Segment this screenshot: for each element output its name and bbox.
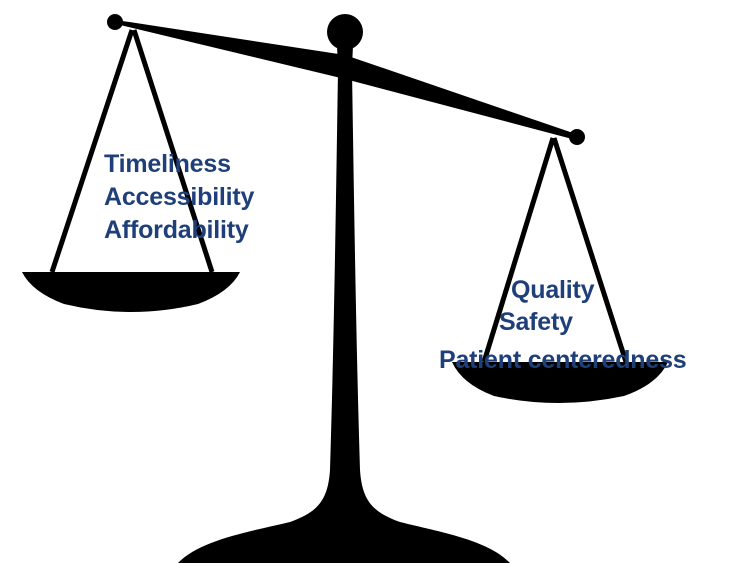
right-pan-label: Safety: [499, 308, 573, 336]
right-pan-string-right: [551, 137, 629, 363]
left-pan-string-right: [131, 29, 215, 273]
left-pan-label: Timeliness: [104, 150, 231, 178]
right-pan-string-left: [481, 137, 556, 363]
left-pan-label: Affordability: [104, 216, 249, 244]
right-beam-knob: [569, 129, 585, 145]
left-pan: [22, 272, 240, 312]
right-pan-label: Patient centeredness: [439, 346, 687, 374]
scale-column: [178, 70, 510, 563]
left-pan-string-left: [49, 29, 135, 273]
column-neck: [337, 46, 353, 66]
scale-beam: [116, 20, 576, 140]
right-pan-label: Quality: [511, 276, 595, 304]
left-pan-label: Accessibility: [104, 183, 255, 211]
column-top-knob: [327, 14, 363, 50]
left-beam-knob: [107, 14, 123, 30]
right-pan: [452, 362, 668, 403]
left-pan-label-list: Timeliness Accessibility Affordability: [104, 152, 254, 251]
